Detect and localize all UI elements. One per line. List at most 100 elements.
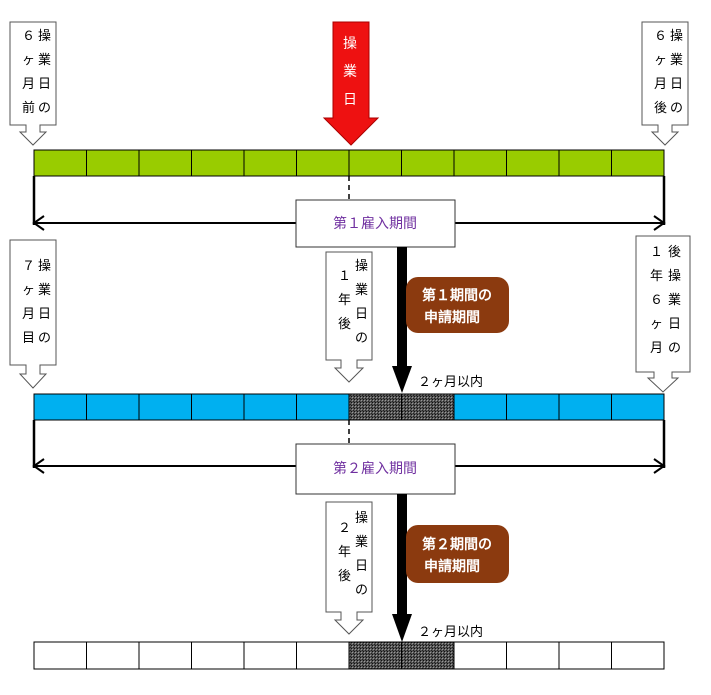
char: 後 — [654, 101, 667, 116]
timeline-cell-application — [348, 641, 402, 670]
timeline-cell — [138, 393, 192, 421]
char: 年 — [650, 269, 663, 284]
one-year-after-arrow: １ 年 後 操 業 日 の — [325, 251, 373, 383]
char: 日 — [38, 77, 51, 92]
timeline-cell — [611, 149, 665, 177]
char: 日 — [668, 317, 681, 332]
timeline-cell — [191, 149, 245, 177]
two-years-after-arrow: ２ 年 後 操 業 日 の — [325, 501, 373, 635]
timeline-cell — [558, 393, 612, 421]
char: 業 — [670, 52, 683, 68]
six-months-before-arrow: ６ ヶ 月 前 操 業 日 の — [9, 21, 57, 146]
timeline-cell — [296, 149, 350, 177]
timeline-cell-application — [348, 393, 402, 421]
timeline-cell — [611, 641, 665, 670]
char: 日 — [355, 559, 368, 574]
timeline-cell — [506, 641, 560, 670]
period2-label: 第２雇入期間 — [333, 460, 417, 477]
char: 日 — [355, 307, 368, 322]
char: 操 — [670, 28, 683, 44]
timeline-cell — [243, 149, 297, 177]
timeline-cell-application — [401, 641, 455, 670]
timeline-cell — [296, 393, 350, 421]
char: 後 — [668, 245, 681, 260]
timeline-cell — [191, 393, 245, 421]
period1-application-label: 第１期間の 申請期間 — [406, 277, 509, 333]
char: 業 — [355, 534, 368, 550]
char: 日 — [343, 92, 357, 108]
char: 年 — [338, 545, 351, 560]
char: の — [355, 331, 368, 346]
period1-within-note: ２ヶ月以内 — [418, 374, 483, 390]
period1-application-line2: 申請期間 — [424, 309, 480, 326]
timeline-cell — [506, 393, 560, 421]
char: ヶ — [654, 53, 667, 68]
char: 操 — [668, 268, 681, 284]
timeline-cell — [453, 149, 507, 177]
char: の — [38, 331, 51, 346]
char: の — [355, 583, 368, 598]
char: ヶ — [650, 317, 663, 332]
timeline-cell — [611, 393, 665, 421]
timeline-cell — [33, 149, 87, 177]
period2-application-label: 第２期間の 申請期間 — [406, 525, 509, 583]
timeline-cell — [558, 149, 612, 177]
timeline-row-2 — [33, 393, 665, 421]
timeline-cell — [401, 149, 455, 177]
char: ６ — [650, 293, 663, 308]
char: の — [668, 341, 681, 356]
timeline-cell — [348, 149, 402, 177]
timeline-cell — [453, 393, 507, 421]
period2-within-note: ２ヶ月以内 — [418, 624, 483, 640]
period1-label: 第１雇入期間 — [333, 215, 417, 232]
timeline-cell — [243, 641, 297, 670]
period2-application-arrow — [392, 494, 412, 642]
char: 月 — [22, 77, 35, 92]
char: ２ — [338, 521, 351, 536]
period2-label-box: 第２雇入期間 — [295, 443, 456, 495]
char: 操 — [38, 258, 51, 274]
char: 年 — [338, 293, 351, 308]
char: ６ — [654, 29, 667, 44]
timeline-cell — [453, 641, 507, 670]
char: ヶ — [22, 53, 35, 68]
char: 操 — [38, 28, 51, 44]
timeline-row-1 — [33, 149, 665, 177]
timeline-row-3 — [33, 641, 665, 670]
char: 目 — [22, 331, 35, 346]
char: 操 — [355, 510, 368, 526]
period1-application-line1: 第１期間の — [422, 287, 492, 304]
char: の — [670, 101, 683, 116]
char: 日 — [38, 307, 51, 322]
seventh-month-arrow: ７ ヶ 月 目 操 業 日 の — [9, 239, 57, 389]
char: 操 — [355, 258, 368, 274]
timeline-cell — [33, 641, 87, 670]
char: 業 — [355, 282, 368, 298]
timeline-cell — [138, 149, 192, 177]
timeline-cell — [243, 393, 297, 421]
char: ７ — [22, 259, 35, 274]
timeline-cell — [86, 149, 140, 177]
period2-application-line2: 申請期間 — [424, 558, 480, 575]
timeline-cell — [33, 393, 87, 421]
timeline-cell — [86, 393, 140, 421]
char: 月 — [22, 307, 35, 322]
six-months-before-label: ６ ヶ 月 前 操 業 日 の — [22, 28, 51, 116]
timeline-cell — [506, 149, 560, 177]
char: 前 — [22, 100, 35, 116]
char: 業 — [668, 292, 681, 308]
char: １ — [650, 245, 663, 260]
timeline-cell — [138, 641, 192, 670]
char: 業 — [38, 282, 51, 298]
char: 日 — [670, 77, 683, 92]
period1-label-box: 第１雇入期間 — [295, 199, 456, 248]
period2-application-line1: 第２期間の — [422, 536, 492, 553]
timeline-cell — [296, 641, 350, 670]
six-months-after-arrow: ６ ヶ 月 後 操 業 日 の — [641, 21, 689, 146]
one-year-six-months-after-arrow: １ 年 ６ ヶ 月 後 操 業 日 の — [635, 235, 691, 393]
char: １ — [338, 269, 351, 284]
char: ヶ — [22, 283, 35, 298]
char: 後 — [338, 569, 351, 584]
char: 月 — [650, 341, 663, 356]
